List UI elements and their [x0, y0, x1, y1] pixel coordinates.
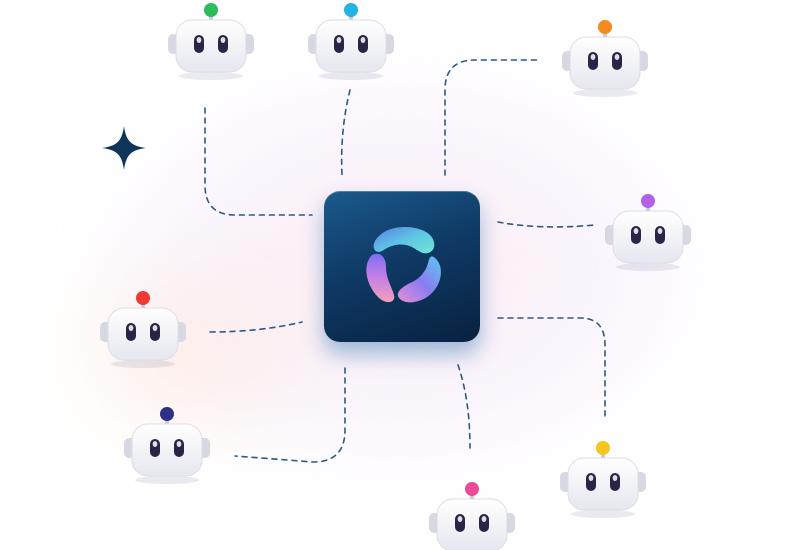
connector-right [497, 221, 596, 228]
robot-right [603, 193, 693, 273]
robot-eye [586, 473, 596, 491]
swirl-logo-icon [366, 227, 441, 303]
robot-antenna-icon [596, 441, 610, 455]
robot-top-left [166, 2, 256, 82]
robot-antenna-icon [204, 3, 218, 17]
connector-bottom-right [497, 317, 606, 421]
robot-eye [174, 439, 184, 457]
robot-top-right [560, 19, 650, 99]
robot-antenna-icon [465, 482, 479, 496]
robot-antenna-icon [598, 20, 612, 34]
robot-eye [631, 226, 641, 244]
connector-top-right [444, 59, 541, 176]
connector-left [209, 321, 303, 333]
robot-eye [194, 35, 204, 53]
central-hub-tile [324, 191, 480, 342]
robot-eye [126, 323, 136, 341]
connector-top-center [340, 89, 351, 176]
connector-top-left [204, 107, 313, 216]
robot-eye [588, 52, 598, 70]
robot-head [612, 210, 684, 264]
robot-head [107, 307, 179, 361]
robot-eye [612, 52, 622, 70]
robot-head [131, 423, 203, 477]
connector-bottom-center [457, 364, 471, 449]
robot-head [567, 457, 639, 511]
robot-bottom-right [558, 440, 648, 520]
robot-eye [150, 323, 160, 341]
sparkle-star-icon [100, 124, 148, 177]
robot-left [98, 290, 188, 370]
robot-eye [610, 473, 620, 491]
robot-eye [358, 35, 368, 53]
robot-eye [655, 226, 665, 244]
robot-head [175, 19, 247, 73]
robot-top-center [306, 2, 396, 82]
robot-eye [150, 439, 160, 457]
robot-bottom-left [122, 406, 212, 486]
robot-antenna-icon [641, 194, 655, 208]
robot-eye [334, 35, 344, 53]
robot-head [569, 36, 641, 90]
robot-head [315, 19, 387, 73]
robot-antenna-icon [160, 407, 174, 421]
robot-eye [455, 514, 465, 532]
connector-bottom-left [234, 367, 346, 463]
robot-eye [479, 514, 489, 532]
robot-head [436, 498, 508, 550]
robot-eye [218, 35, 228, 53]
robot-bottom-center [427, 481, 517, 550]
robot-antenna-icon [136, 291, 150, 305]
robot-antenna-icon [344, 3, 358, 17]
